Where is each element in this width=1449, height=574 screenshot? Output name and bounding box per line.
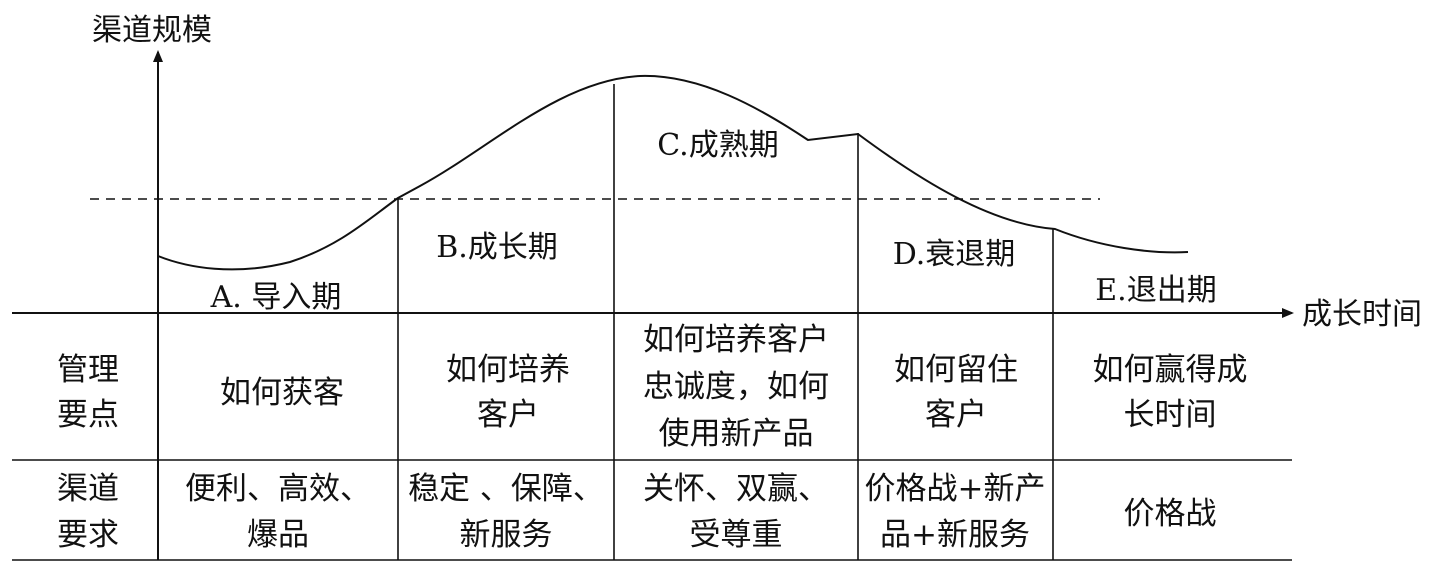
svg-text:如何留住: 如何留住 bbox=[894, 352, 1018, 388]
management-cell-c: 如何培养客户 忠诚度，如何 使用新产品 bbox=[643, 322, 829, 452]
stage-label-d: D.衰退期 bbox=[893, 237, 1016, 272]
lifecycle-curve bbox=[157, 74, 1189, 271]
svg-text:新服务: 新服务 bbox=[460, 517, 553, 553]
stage-label-e: E.退出期 bbox=[1095, 273, 1216, 308]
svg-text:如何获客: 如何获客 bbox=[220, 375, 344, 411]
svg-text:便利、高效、: 便利、高效、 bbox=[185, 471, 371, 507]
channel-cell-e: 价格战 bbox=[1124, 496, 1217, 532]
svg-text:价格战: 价格战 bbox=[1124, 496, 1217, 532]
channel-cell-d: 价格战+新产 品+新服务 bbox=[865, 471, 1046, 553]
x-axis-label: 成长时间 bbox=[1302, 297, 1422, 332]
stage-label-a: A. 导入期 bbox=[210, 280, 342, 315]
svg-text:受尊重: 受尊重 bbox=[690, 517, 783, 553]
management-cell-d: 如何留住 客户 bbox=[894, 352, 1018, 433]
svg-text:如何培养: 如何培养 bbox=[446, 352, 570, 388]
svg-text:品+新服务: 品+新服务 bbox=[880, 517, 1030, 553]
management-cell-a: 如何获客 bbox=[220, 375, 344, 411]
svg-text:如何赢得成: 如何赢得成 bbox=[1093, 352, 1248, 388]
svg-text:客户: 客户 bbox=[925, 397, 987, 433]
channel-cell-b: 稳定 、保障、 新服务 bbox=[408, 471, 604, 553]
svg-text:管理: 管理 bbox=[57, 352, 119, 388]
svg-text:要求: 要求 bbox=[57, 517, 119, 553]
stage-label-b: B.成长期 bbox=[436, 230, 558, 265]
svg-text:长时间: 长时间 bbox=[1124, 397, 1217, 433]
svg-text:关怀、双赢、: 关怀、双赢、 bbox=[643, 471, 829, 507]
svg-text:渠道: 渠道 bbox=[57, 471, 119, 507]
y-axis-label: 渠道规模 bbox=[92, 13, 212, 48]
svg-text:爆品: 爆品 bbox=[247, 517, 309, 553]
management-cell-e: 如何赢得成 长时间 bbox=[1093, 352, 1248, 433]
channel-cell-a: 便利、高效、 爆品 bbox=[185, 471, 371, 553]
row-header-management: 管理 要点 bbox=[57, 352, 119, 433]
row-header-channel: 渠道 要求 bbox=[57, 471, 119, 553]
svg-text:价格战+新产: 价格战+新产 bbox=[865, 471, 1046, 507]
management-cell-b: 如何培养 客户 bbox=[446, 352, 570, 433]
svg-text:稳定 、保障、: 稳定 、保障、 bbox=[408, 471, 604, 507]
stage-label-c: C.成熟期 bbox=[657, 128, 778, 163]
svg-text:客户: 客户 bbox=[477, 397, 539, 433]
svg-text:如何培养客户: 如何培养客户 bbox=[643, 322, 829, 358]
channel-cell-c: 关怀、双赢、 受尊重 bbox=[643, 471, 829, 553]
svg-text:忠诚度，如何: 忠诚度，如何 bbox=[643, 369, 829, 405]
svg-text:要点: 要点 bbox=[57, 397, 119, 433]
svg-text:使用新产品: 使用新产品 bbox=[659, 416, 814, 452]
